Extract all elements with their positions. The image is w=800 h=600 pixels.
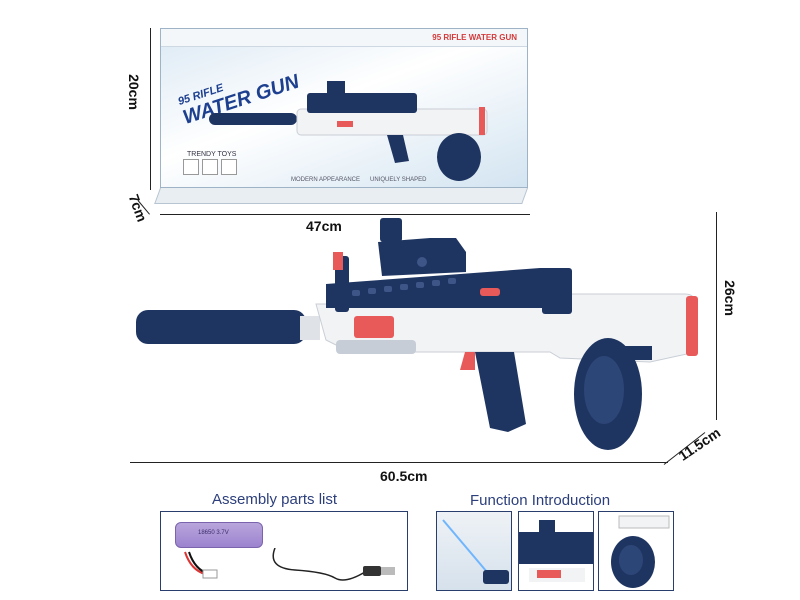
gun-length-label: 60.5cm [380, 468, 428, 484]
function-thumb-2 [518, 511, 594, 591]
box-thumbnail [183, 159, 199, 175]
box-footer-item: MODERN APPEARANCE [291, 177, 361, 183]
box-thumbnail [202, 159, 218, 175]
water-spray-icon [442, 519, 509, 584]
battery-label: 18650 3.7V [198, 530, 229, 536]
box-height-line [150, 28, 151, 190]
gun-closeup-icon [519, 520, 593, 582]
box-footer-item: UNIQUELY SHAPED [370, 177, 427, 183]
gun-height-label: 26cm [721, 280, 738, 316]
box-gun-illustration [209, 81, 488, 181]
assembly-parts-panel: 18650 3.7V [160, 511, 408, 591]
box-top-strip [161, 29, 527, 47]
cable-image [184, 548, 395, 581]
box-side-face [154, 188, 528, 204]
box-width-line [160, 214, 530, 215]
function-intro-title: Function Introduction [470, 492, 611, 509]
box-height-label: 20cm [125, 74, 142, 110]
silencer [136, 310, 306, 344]
water-gun-illustration [136, 218, 698, 450]
function-thumb-3 [598, 511, 674, 591]
box-footer: MODERN APPEARANCE UNIQUELY SHAPED [291, 177, 426, 183]
gun-length-line [130, 462, 668, 463]
packaging-box: 95 RIFLE WATER GUN 95 RIFLE WATER GUN TR… [160, 28, 528, 188]
box-thumbnail [221, 159, 237, 175]
gun-height-line [716, 212, 717, 420]
box-width-label: 47cm [306, 218, 342, 234]
box-trendy-label: TRENDY TOYS [187, 151, 237, 158]
assembly-parts-title: Assembly parts list [212, 491, 338, 508]
battery-image: 18650 3.7V [175, 522, 263, 548]
function-thumb-1 [436, 511, 512, 591]
box-thumbnails [183, 159, 237, 175]
box-brand-text: 95 RIFLE WATER GUN [432, 33, 517, 42]
drum-magazine-icon [611, 515, 670, 588]
